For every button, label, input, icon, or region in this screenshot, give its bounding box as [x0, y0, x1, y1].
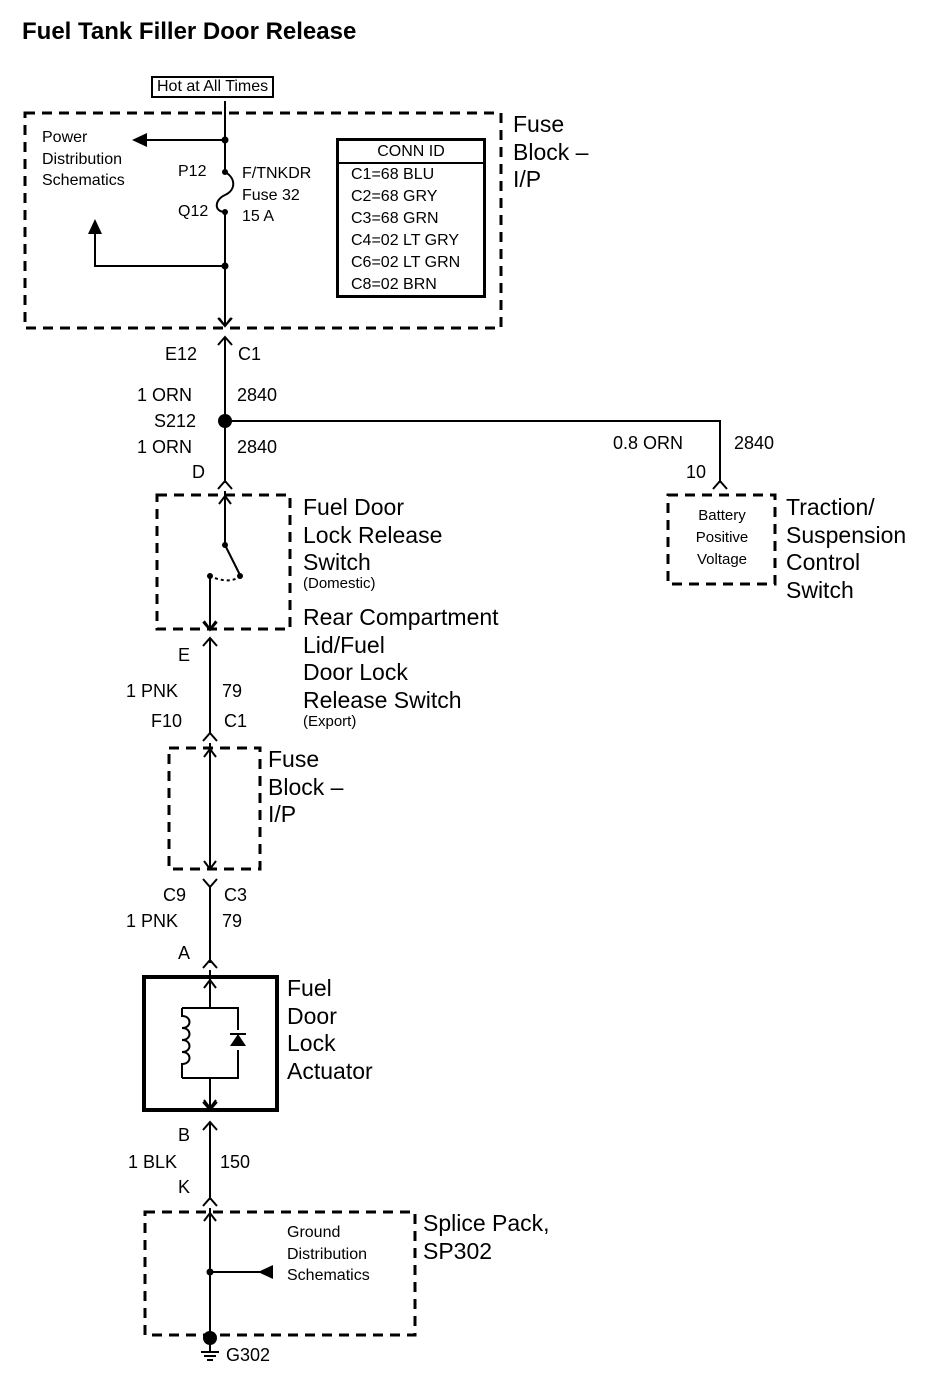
fuse-symbol — [215, 171, 235, 213]
pin-e-label: E — [178, 645, 191, 665]
wire-feedback — [94, 230, 225, 267]
switch-domestic-label: Fuel Door Lock Release Switch — [303, 494, 443, 576]
actuator-label: Fuel Door Lock Actuator — [287, 975, 373, 1084]
conn-id-row: C8=02 BRN — [351, 276, 437, 293]
switch-export-label: Rear Compartment Lid/Fuel Door Lock Rele… — [303, 604, 499, 713]
connector-c9 — [202, 878, 218, 889]
conn-id-row: C2=68 GRY — [351, 188, 438, 205]
connector-f10 — [202, 731, 218, 742]
splice-pack-label: Splice Pack, SP302 — [423, 1210, 550, 1264]
conn-id-row: C3=68 GRN — [351, 210, 439, 227]
pin-d-label: D — [192, 462, 205, 482]
wire-gauge-label: 1 ORN — [137, 437, 193, 457]
switch-domestic-note: (Domestic) — [303, 575, 376, 592]
diode-symbol — [230, 1034, 246, 1046]
fuse-block-mid-box — [167, 746, 262, 871]
pin-p12: P12 — [178, 163, 207, 180]
wire-circuit-label: 79 — [222, 911, 243, 931]
wire-branch — [225, 420, 721, 483]
switch-blade — [224, 544, 241, 576]
actuator-box — [142, 975, 279, 1112]
page-title: Fuel Tank Filler Door Release — [22, 18, 357, 45]
wire-gauge-label: 1 PNK — [126, 911, 179, 931]
power-distribution-label: Power Distribution Schematics — [42, 129, 125, 190]
switch-arc — [209, 574, 241, 582]
switch-export-note: (Export) — [303, 713, 357, 730]
wire-circuit-label: 150 — [220, 1152, 251, 1172]
pin-a-label: A — [178, 943, 191, 963]
wire-gauge-label: 1 PNK — [126, 681, 179, 701]
branch-circuit-label: 2840 — [734, 433, 775, 453]
wire-circuit-label: 2840 — [237, 385, 278, 405]
pin-k-label: K — [178, 1177, 191, 1197]
connector-e12-label: E12 — [165, 344, 198, 364]
conn-id-row: C6=02 LT GRN — [351, 254, 461, 271]
battery-positive-voltage-label: Battery Positive Voltage — [695, 507, 749, 568]
splice-pack-box — [143, 1210, 417, 1337]
wire-gauge-label: 1 ORN — [137, 385, 193, 405]
connector-10 — [712, 479, 728, 490]
wire-gauge-label: 1 BLK — [128, 1152, 178, 1172]
branch-gauge-label: 0.8 ORN — [613, 433, 684, 453]
ground-g302-label: G302 — [226, 1345, 271, 1365]
connector-f10-label: F10 — [151, 711, 183, 731]
conn-id-header: CONN ID — [339, 141, 483, 164]
conn-id-row: C4=02 LT GRY — [351, 232, 460, 249]
traction-box — [666, 493, 777, 586]
splice-s212-label: S212 — [154, 411, 197, 431]
connector-c1-label: C1 — [238, 344, 262, 364]
connector-c9-label: C9 — [163, 885, 187, 905]
fuse-block-top-box — [23, 111, 503, 330]
fuse-block-top-label: Fuse Block – I/P — [513, 111, 589, 193]
pin-q12: Q12 — [178, 203, 209, 220]
ground-distribution-label: Ground Distribution Schematics — [287, 1224, 370, 1285]
switch-box — [155, 493, 292, 631]
fuse-block-mid-label: Fuse Block – I/P — [268, 746, 344, 828]
wire-circuit-label: 79 — [222, 681, 243, 701]
connector-c1-label: C1 — [224, 711, 248, 731]
connector-k — [202, 1196, 218, 1207]
conn-id-row: C1=68 BLU — [351, 166, 435, 183]
pin-10-label: 10 — [686, 462, 707, 482]
pin-b-label: B — [178, 1125, 191, 1145]
wire-circuit-label: 2840 — [237, 437, 278, 457]
coil-symbol — [181, 1008, 191, 1078]
splice-s212 — [218, 414, 232, 428]
fuse-label: F/TNKDR Fuse 32 15 A — [242, 165, 312, 226]
connector-c3-label: C3 — [224, 885, 248, 905]
connector-a — [202, 958, 218, 969]
traction-switch-label: Traction/ Suspension Control Switch — [786, 494, 907, 603]
connector-d — [217, 479, 233, 490]
hot-at-all-times-label: Hot at All Times — [151, 76, 275, 98]
conn-id-table: CONN ID C1=68 BLU C2=68 GRY C3=68 GRN C4… — [336, 138, 486, 298]
